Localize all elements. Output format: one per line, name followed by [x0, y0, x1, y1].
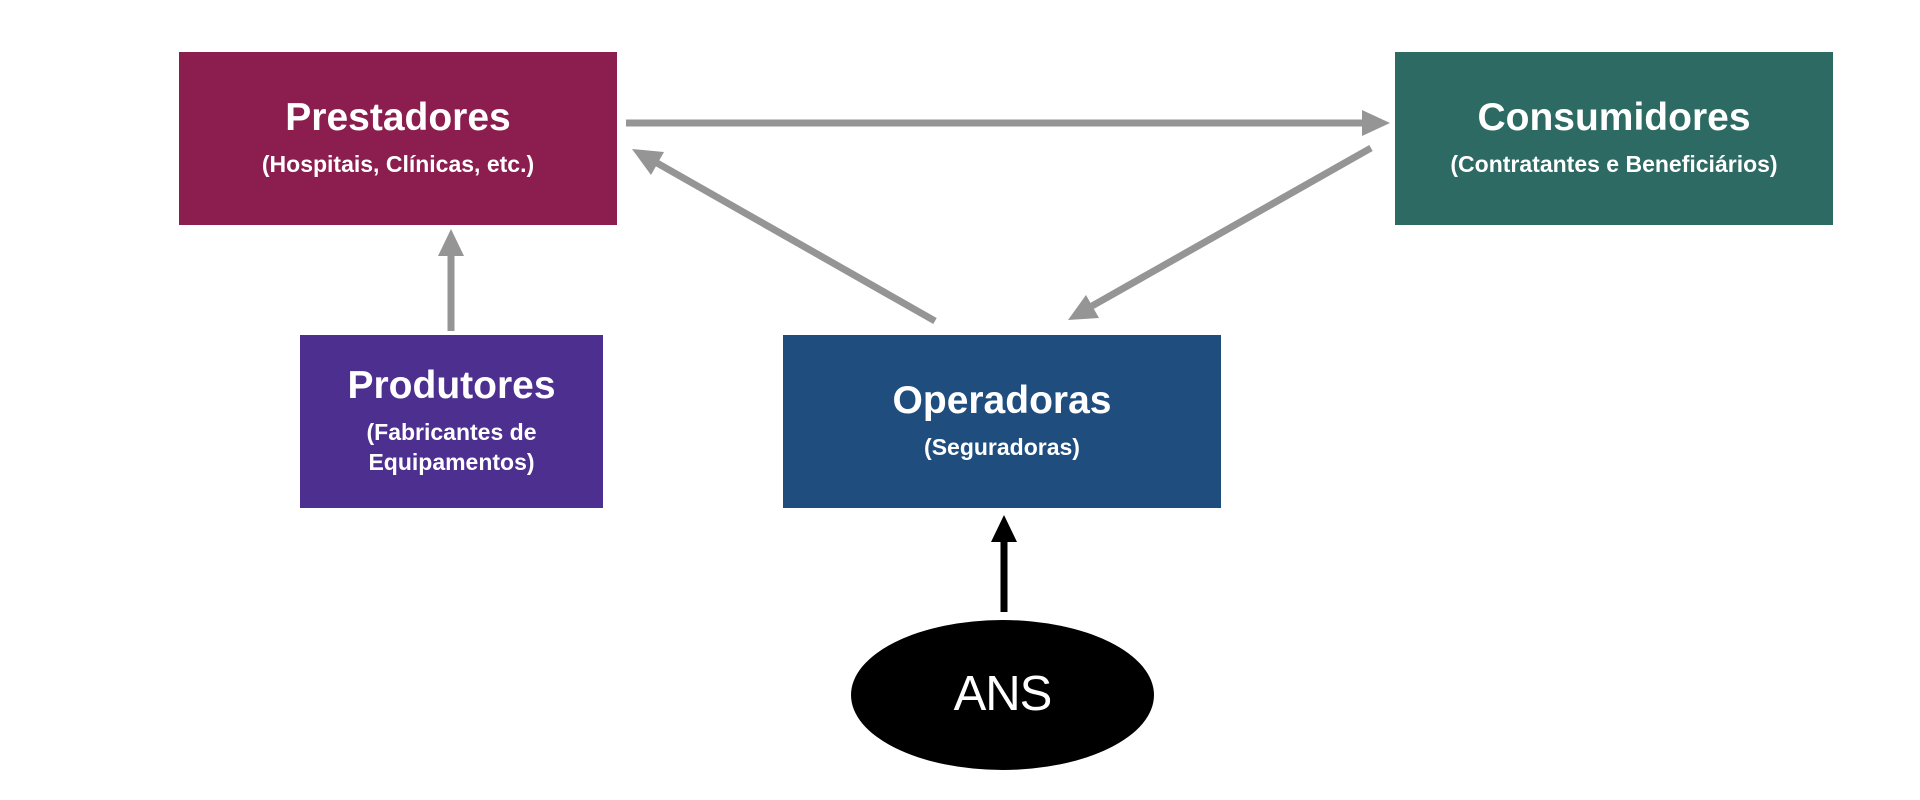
- node-title: Prestadores: [285, 96, 511, 140]
- edge-prestadores-to-consumidores: [626, 110, 1390, 136]
- node-operadoras: Operadoras (Seguradoras): [783, 335, 1221, 508]
- node-produtores: Produtores (Fabricantes de Equipamentos): [300, 335, 603, 508]
- node-subtitle: (Fabricantes de Equipamentos): [366, 419, 537, 475]
- edge-produtores-to-prestadores: [438, 229, 464, 331]
- node-title: ANS: [953, 667, 1053, 722]
- node-subtitle: (Seguradoras): [924, 434, 1080, 460]
- node-title: Consumidores: [1477, 96, 1751, 140]
- node-ans: ANS: [851, 620, 1154, 770]
- node-subtitle: (Hospitais, Clínicas, etc.): [261, 151, 535, 177]
- node-prestadores: Prestadores (Hospitais, Clínicas, etc.): [179, 52, 617, 225]
- edge-consumidores-to-operadoras: [1068, 144, 1373, 320]
- edge-ans-to-operadoras: [991, 515, 1017, 612]
- edge-operadoras-to-prestadores: [632, 149, 937, 325]
- node-title: Produtores: [347, 364, 556, 408]
- node-consumidores: Consumidores (Contratantes e Beneficiári…: [1395, 52, 1833, 225]
- node-subtitle: (Contratantes e Beneficiários): [1450, 151, 1778, 177]
- node-title: Operadoras: [892, 379, 1112, 423]
